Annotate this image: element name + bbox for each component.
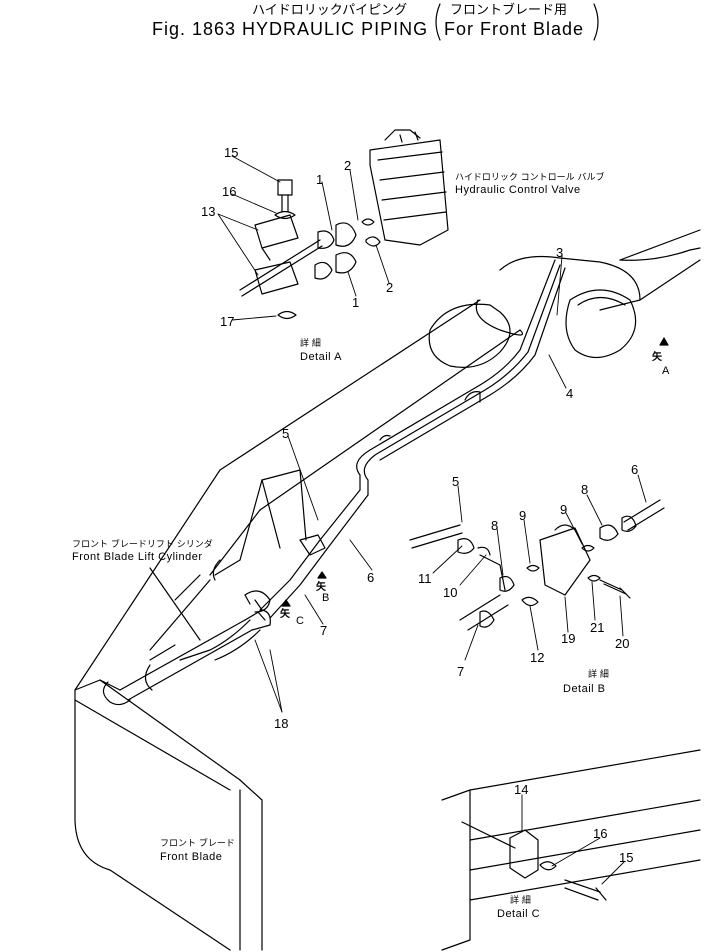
callout-b21: 21: [590, 620, 604, 635]
lift-cylinder-en: Front Blade Lift Cylinder: [72, 551, 203, 563]
detail-b-label: 詳 細 Detail B: [563, 668, 609, 695]
callout-b5: 5: [452, 474, 459, 489]
lift-cylinder: [102, 590, 271, 706]
title-jp-main: ハイドロリックパイピング: [252, 3, 407, 18]
callout-b12: 12: [530, 650, 544, 665]
callout-a1-bot: 1: [352, 295, 359, 310]
callout-a13: 13: [201, 204, 215, 219]
callout-3: 3: [556, 245, 563, 260]
callout-a16: 16: [222, 184, 236, 199]
view-arrow-c: 矢 C: [280, 599, 304, 627]
callout-c16: 16: [593, 826, 607, 841]
front-blade: [74, 679, 263, 951]
callout-b9b: 9: [560, 502, 567, 517]
control-valve-en: Hydraulic Control Valve: [455, 184, 581, 196]
detail-b-parts: [409, 499, 665, 631]
title-jp-sub: フロントブレード用: [450, 2, 567, 18]
callout-numbers: 15 16 13 17 1 2 1 2 3 4 5 6 7 18 5 8 9 9…: [201, 145, 638, 865]
callout-b8a: 8: [491, 518, 498, 533]
view-arrow-a: 矢 A: [652, 337, 670, 377]
view-mark-a: 矢: [652, 350, 663, 363]
view-mark-c: 矢: [280, 607, 291, 620]
title-block: ハイドロリックパイピング フロントブレード用 Fig. 1863 HYDRAUL…: [152, 2, 584, 39]
callout-b10: 10: [443, 585, 457, 600]
control-valve-label: ハイドロリック コントロール バルブ Hydraulic Control Val…: [455, 171, 605, 196]
callout-a2-bot: 2: [386, 280, 393, 295]
callout-5: 5: [282, 426, 289, 441]
callout-b8b: 8: [581, 482, 588, 497]
callout-a2-top: 2: [344, 158, 351, 173]
detail-a-parts: [239, 179, 381, 320]
title-en-main: Fig. 1863 HYDRAULIC PIPING: [152, 19, 428, 39]
detail-b-jp: 詳 細: [588, 668, 609, 680]
callout-c15: 15: [619, 850, 633, 865]
lift-cylinder-leader: [149, 567, 201, 641]
front-blade-en: Front Blade: [160, 851, 222, 863]
view-letter-a: A: [662, 365, 670, 377]
front-blade-jp: フロント ブレード: [160, 837, 235, 849]
detail-b-en: Detail B: [563, 683, 606, 695]
callout-b20: 20: [615, 636, 629, 651]
callout-b9a: 9: [519, 508, 526, 523]
lift-cylinder-label: フロント ブレードリフト シリンダ Front Blade Lift Cylin…: [72, 538, 213, 563]
callout-4: 4: [566, 386, 573, 401]
callout-c14: 14: [514, 782, 528, 797]
callout-b6: 6: [631, 462, 638, 477]
detail-a-label: 詳 細 Detail A: [300, 337, 342, 363]
boom-frame: [74, 229, 701, 691]
leader-lines: [217, 155, 647, 885]
detail-c-parts: [441, 749, 701, 951]
callout-a15: 15: [224, 145, 238, 160]
callout-6: 6: [367, 570, 374, 585]
detail-a-en: Detail A: [300, 351, 342, 363]
callout-b19: 19: [561, 631, 575, 646]
lift-cylinder-jp: フロント ブレードリフト シリンダ: [72, 538, 213, 550]
title-en-sub: For Front Blade: [444, 19, 584, 39]
view-letter-c: C: [296, 615, 304, 627]
detail-c-jp: 詳 細: [510, 894, 531, 906]
title-paren-open: [435, 3, 441, 41]
control-valve-jp: ハイドロリック コントロール バルブ: [455, 171, 605, 183]
control-valve: [369, 129, 449, 246]
callout-b11: 11: [418, 571, 432, 586]
callout-18: 18: [274, 716, 288, 731]
title-paren-close: [593, 3, 599, 41]
callout-a17: 17: [220, 314, 234, 329]
callout-b7: 7: [457, 664, 464, 679]
hydraulic-hoses-main: [179, 259, 566, 661]
view-arrow-b: 矢 B: [316, 571, 330, 604]
detail-c-label: 詳 細 Detail C: [497, 894, 540, 920]
callout-7: 7: [320, 623, 327, 638]
detail-c-en: Detail C: [497, 908, 540, 920]
view-mark-b: 矢: [316, 580, 327, 593]
front-blade-label: フロント ブレード Front Blade: [160, 837, 235, 863]
callout-a1-top: 1: [316, 172, 323, 187]
detail-a-jp: 詳 細: [300, 337, 321, 349]
view-letter-b: B: [322, 592, 330, 604]
